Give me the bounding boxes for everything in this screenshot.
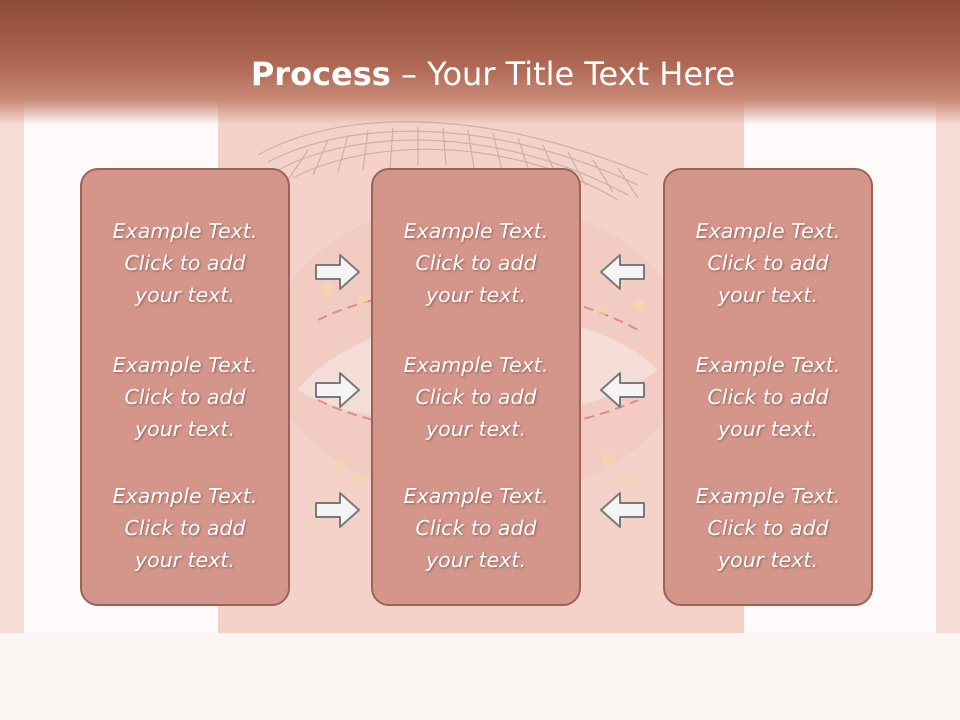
text-block[interactable]: Example Text. Click to add your text. [373, 349, 579, 445]
text-line: Click to add [415, 385, 537, 409]
text-line: Click to add [707, 251, 829, 275]
text-block[interactable]: Example Text. Click to add your text. [665, 480, 871, 576]
text-line: your text. [718, 417, 818, 441]
text-line: Example Text. [695, 353, 841, 377]
text-line: Example Text. [695, 219, 841, 243]
text-line: your text. [718, 548, 818, 572]
process-box-right[interactable]: Example Text. Click to add your text. Ex… [663, 168, 873, 606]
arrow-right-icon [315, 254, 360, 290]
text-block[interactable]: Example Text. Click to add your text. [665, 215, 871, 311]
text-block[interactable]: Example Text. Click to add your text. [373, 215, 579, 311]
text-line: Example Text. [112, 484, 258, 508]
text-line: Click to add [124, 516, 246, 540]
text-block[interactable]: Example Text. Click to add your text. [82, 215, 288, 311]
text-line: Click to add [415, 251, 537, 275]
text-block[interactable]: Example Text. Click to add your text. [665, 349, 871, 445]
text-line: Example Text. [112, 353, 258, 377]
process-box-left[interactable]: Example Text. Click to add your text. Ex… [80, 168, 290, 606]
title-band [0, 0, 960, 125]
arrow-left-icon [600, 492, 645, 528]
text-line: Click to add [707, 385, 829, 409]
background-strip [936, 100, 960, 633]
text-line: your text. [426, 417, 526, 441]
text-block[interactable]: Example Text. Click to add your text. [82, 349, 288, 445]
arrow-right-icon [315, 372, 360, 408]
text-line: Example Text. [403, 219, 549, 243]
process-box-center[interactable]: Example Text. Click to add your text. Ex… [371, 168, 581, 606]
arrow-left-icon [600, 372, 645, 408]
text-line: Example Text. [695, 484, 841, 508]
text-line: your text. [426, 283, 526, 307]
text-line: Example Text. [112, 219, 258, 243]
slide-title[interactable]: Process – Your Title Text Here [0, 52, 960, 96]
text-block[interactable]: Example Text. Click to add your text. [373, 480, 579, 576]
background-footer [0, 633, 960, 720]
text-line: Click to add [124, 385, 246, 409]
text-line: Example Text. [403, 484, 549, 508]
text-block[interactable]: Example Text. Click to add your text. [82, 480, 288, 576]
text-line: Click to add [124, 251, 246, 275]
title-rest: – Your Title Text Here [390, 55, 736, 93]
text-line: Example Text. [403, 353, 549, 377]
arrow-left-icon [600, 254, 645, 290]
title-bold: Process [250, 55, 391, 93]
text-line: your text. [135, 283, 235, 307]
text-line: Click to add [415, 516, 537, 540]
background-strip [0, 100, 24, 633]
arrow-right-icon [315, 492, 360, 528]
text-line: your text. [135, 548, 235, 572]
text-line: your text. [426, 548, 526, 572]
text-line: Click to add [707, 516, 829, 540]
text-line: your text. [718, 283, 818, 307]
text-line: your text. [135, 417, 235, 441]
